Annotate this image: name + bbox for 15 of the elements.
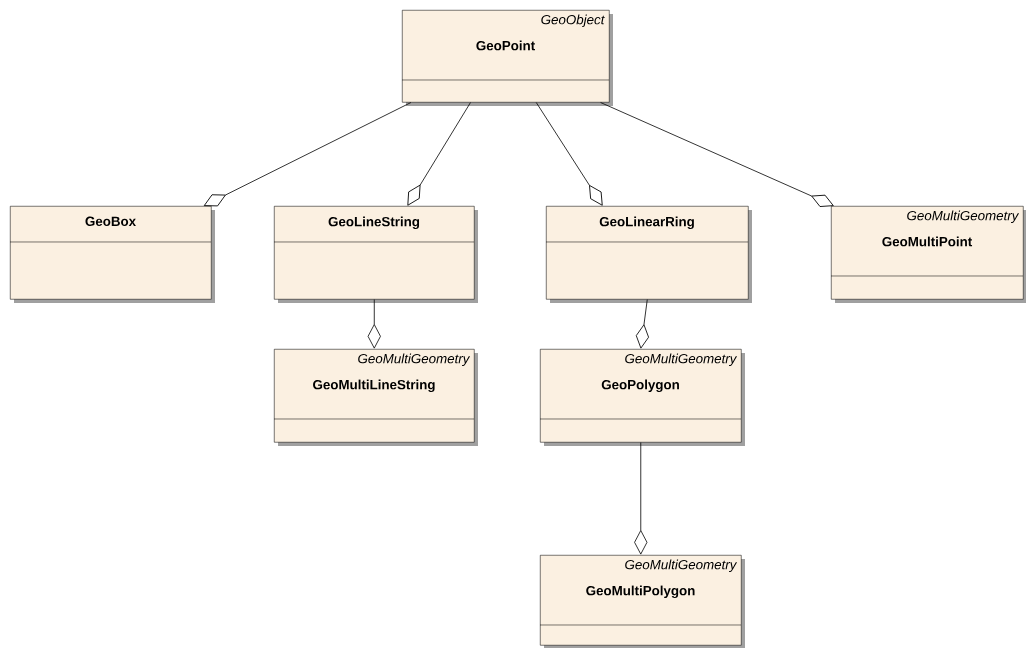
class-box: GeoLineString <box>273 206 478 303</box>
aggregation-connector <box>535 102 603 206</box>
class-box: GeoMultiGeometry GeoMultiPolygon <box>539 555 745 648</box>
class-box: GeoMultiGeometry GeoMultiLineString <box>273 349 478 446</box>
class-box: GeoObject GeoPoint <box>401 10 613 106</box>
class-box: GeoMultiGeometry GeoPolygon <box>539 349 745 446</box>
aggregation-connector <box>634 442 648 555</box>
aggregation-connector <box>407 102 471 206</box>
class-box: GeoBox <box>9 206 215 303</box>
aggregation-connector <box>367 299 381 349</box>
class-box: GeoLinearRing <box>545 206 752 303</box>
aggregation-connector <box>203 102 412 207</box>
class-box: GeoMultiGeometry GeoMultiPoint <box>830 206 1026 303</box>
aggregation-connector <box>635 299 649 349</box>
aggregation-connector <box>600 102 834 207</box>
